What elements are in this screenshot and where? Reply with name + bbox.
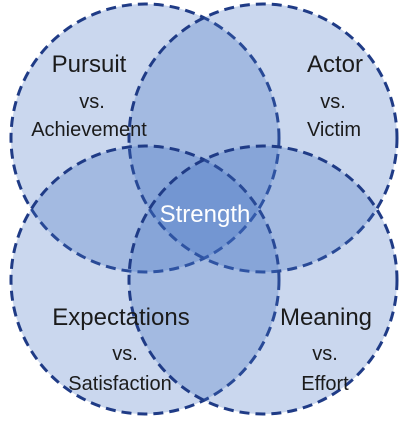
- quadrant-vs: vs.: [79, 91, 105, 113]
- quadrant-subtitle: Victim: [307, 119, 361, 141]
- circle-bottom-right: [127, 144, 399, 416]
- quadrant-bottom-right: Meaning vs. Effort: [280, 304, 372, 395]
- quadrant-top-right: Actor vs. Victim: [307, 51, 363, 141]
- center-label: Strength: [160, 201, 251, 228]
- circle-bottom-left: [9, 144, 281, 416]
- quadrant-top-left: Pursuit vs. Achievement: [31, 51, 147, 141]
- circle-top-right: [127, 2, 399, 274]
- quadrant-title: Expectations: [52, 304, 189, 331]
- quadrant-subtitle: Satisfaction: [68, 373, 171, 395]
- quadrant-subtitle: Achievement: [31, 119, 147, 141]
- quadrant-title: Meaning: [280, 304, 372, 331]
- quadrant-title: Actor: [307, 51, 363, 78]
- quadrant-subtitle: Effort: [301, 373, 349, 395]
- quadrant-title: Pursuit: [52, 51, 127, 78]
- circle-top-left: [9, 2, 281, 274]
- quadrant-vs: vs.: [320, 91, 346, 113]
- venn-circles: [9, 2, 399, 416]
- quadrant-bottom-left: Expectations vs. Satisfaction: [52, 304, 189, 395]
- quadrant-vs: vs.: [312, 343, 338, 365]
- quadrant-vs: vs.: [112, 343, 138, 365]
